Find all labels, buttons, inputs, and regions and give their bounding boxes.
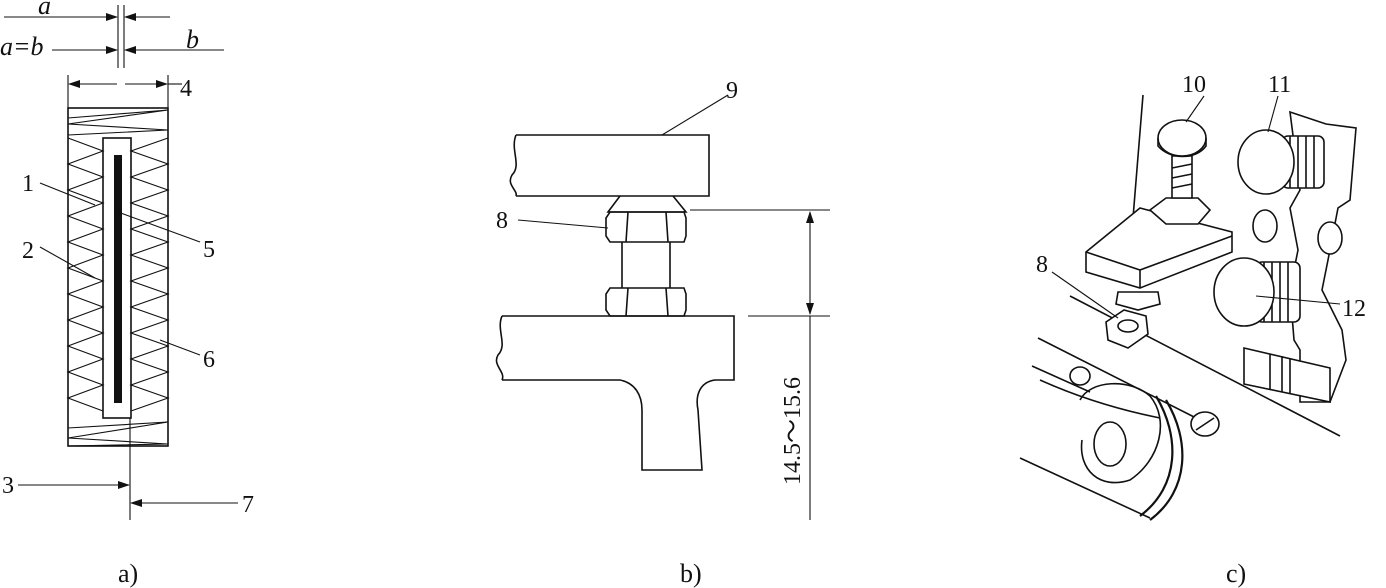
- caption-a: a): [118, 559, 138, 588]
- label-3: 3: [2, 473, 14, 499]
- central-blade: [114, 155, 122, 403]
- small-pin: [1069, 366, 1091, 386]
- leader-10: [1185, 95, 1205, 123]
- base-plate: [1019, 295, 1341, 519]
- outer-spring-body: [67, 107, 169, 447]
- guide-block: [1243, 346, 1331, 403]
- label-7: 7: [242, 492, 254, 518]
- top-zigzag: [67, 109, 169, 136]
- caption-c: c): [1226, 559, 1246, 588]
- screw-shaft: [621, 242, 671, 288]
- clamp-block: [1085, 207, 1233, 289]
- label-5: 5: [203, 237, 215, 263]
- label-4: 4: [180, 76, 192, 102]
- caption-b: b): [680, 559, 702, 588]
- inner-channel: [102, 137, 132, 419]
- cam-link: [1079, 382, 1162, 484]
- knob-12: [1213, 257, 1275, 327]
- left-zigzag: [66, 137, 105, 412]
- label-8-c: 8: [1036, 252, 1048, 278]
- screw-head-10: [1157, 119, 1207, 157]
- upper-nut: [605, 211, 687, 243]
- lower-nut: [605, 287, 687, 317]
- dim-label-b: b: [186, 25, 199, 54]
- leader-lines-a: [39, 182, 201, 356]
- adjusting-cone: [606, 195, 688, 213]
- knob-11: [1237, 129, 1295, 195]
- dim-label-a-equals-b: a=b: [0, 32, 44, 61]
- bottom-nut: [1115, 291, 1161, 311]
- dim-value-b: 14.5～15.6: [780, 377, 806, 485]
- leader-11: [1267, 95, 1279, 133]
- leader-12: [1255, 295, 1341, 305]
- panel-b: 14.5～15.6 9 8 b): [495, 78, 830, 588]
- track-edge: [1031, 365, 1161, 419]
- leader-8-b: [517, 219, 609, 229]
- upper-arm: [509, 134, 710, 197]
- leader-8-c: [1051, 271, 1119, 319]
- label-6: 6: [203, 347, 215, 373]
- bottom-zigzag: [67, 421, 169, 447]
- panel-a: a a=b b 1 2 3 4 5 6 7 a): [0, 0, 254, 588]
- cam-hole: [1093, 421, 1127, 467]
- right-zigzag: [129, 137, 170, 412]
- dimension-lines-a: [4, 5, 224, 108]
- frame-line: [1132, 94, 1144, 219]
- panel-c: 10 11 12 8 c): [1019, 72, 1366, 588]
- lower-bracket: [495, 315, 735, 471]
- label-9: 9: [726, 78, 738, 104]
- leader-9: [661, 94, 729, 136]
- label-12: 12: [1342, 296, 1366, 322]
- clamp-hex-nut: [1148, 197, 1212, 225]
- side-screw: [1252, 209, 1278, 243]
- label-8-b: 8: [496, 208, 508, 234]
- dim-label-a: a: [38, 0, 51, 20]
- label-2: 2: [22, 238, 34, 264]
- label-1: 1: [22, 171, 34, 197]
- label-10: 10: [1182, 72, 1206, 98]
- label-11: 11: [1268, 72, 1291, 98]
- cam-disc-edge: [1139, 395, 1184, 521]
